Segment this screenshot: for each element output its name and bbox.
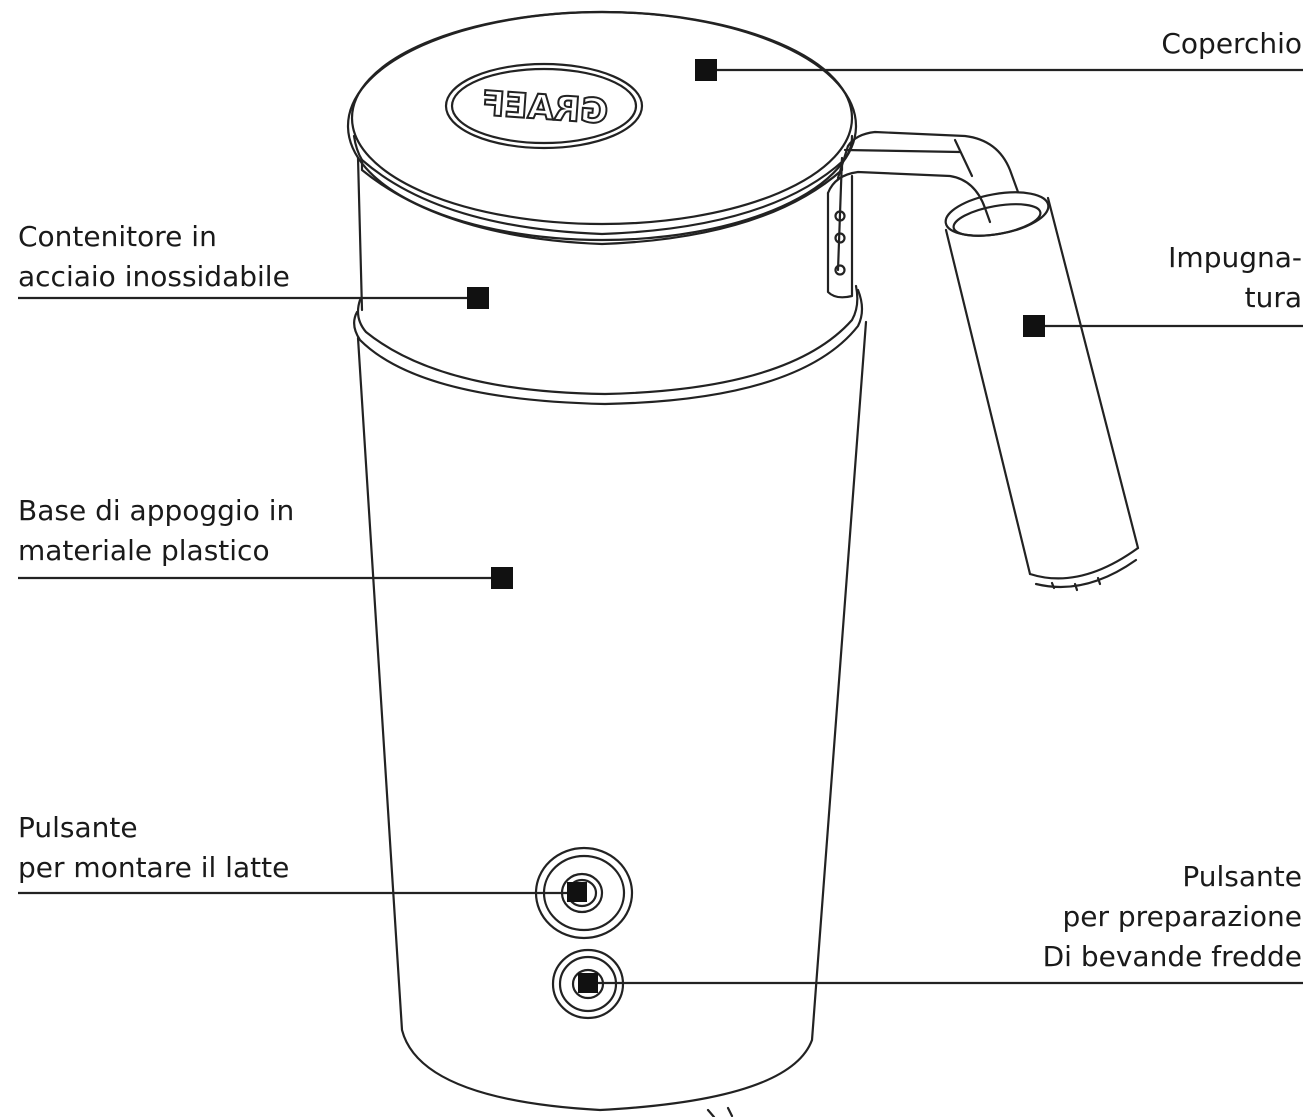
lid <box>346 10 858 246</box>
marker-froth <box>567 882 587 902</box>
callout-container-line-2: acciaio inossidabile <box>18 260 290 293</box>
callout-froth-line-2: per montare il latte <box>18 851 290 884</box>
callout-froth-line-1: Pulsante <box>18 811 138 844</box>
marker-cold <box>578 973 598 993</box>
callout-container-line-1: Contenitore in <box>18 220 217 253</box>
callout-handle-line-2: tura <box>1244 281 1302 314</box>
leader-lines <box>18 68 1303 985</box>
marker-base <box>491 567 513 589</box>
callout-cold-line-1: Pulsante <box>1182 860 1302 893</box>
stainless-container <box>356 156 844 312</box>
handle <box>826 130 1140 592</box>
callout-container-label: Contenitore in acciaio inossidabile <box>18 217 290 297</box>
callout-lid-label: Coperchio <box>1161 24 1302 64</box>
callout-base-line-2: materiale plastico <box>18 534 270 567</box>
callout-base-line-1: Base di appoggio in <box>18 494 295 527</box>
callout-base-label: Base di appoggio in materiale plastico <box>18 491 294 571</box>
callout-handle-line-1: Impugna- <box>1168 241 1302 274</box>
callout-cold-line-3: Di bevande fredde <box>1042 940 1302 973</box>
marker-handle <box>1023 315 1045 337</box>
callout-lid-line-1: Coperchio <box>1161 27 1302 60</box>
callout-markers <box>467 59 1045 993</box>
callout-cold-line-2: per preparazione <box>1062 900 1303 933</box>
callout-froth-button-label: Pulsante per montare il latte <box>18 808 289 888</box>
plastic-base <box>353 284 868 1117</box>
marker-lid <box>695 59 717 81</box>
callout-cold-button-label: Pulsante per preparazione Di bevande fre… <box>1043 857 1302 977</box>
marker-container <box>467 287 489 309</box>
callout-handle-label: Impugna- tura <box>1168 238 1302 318</box>
lid-logo-text: GRAEF <box>480 84 609 133</box>
